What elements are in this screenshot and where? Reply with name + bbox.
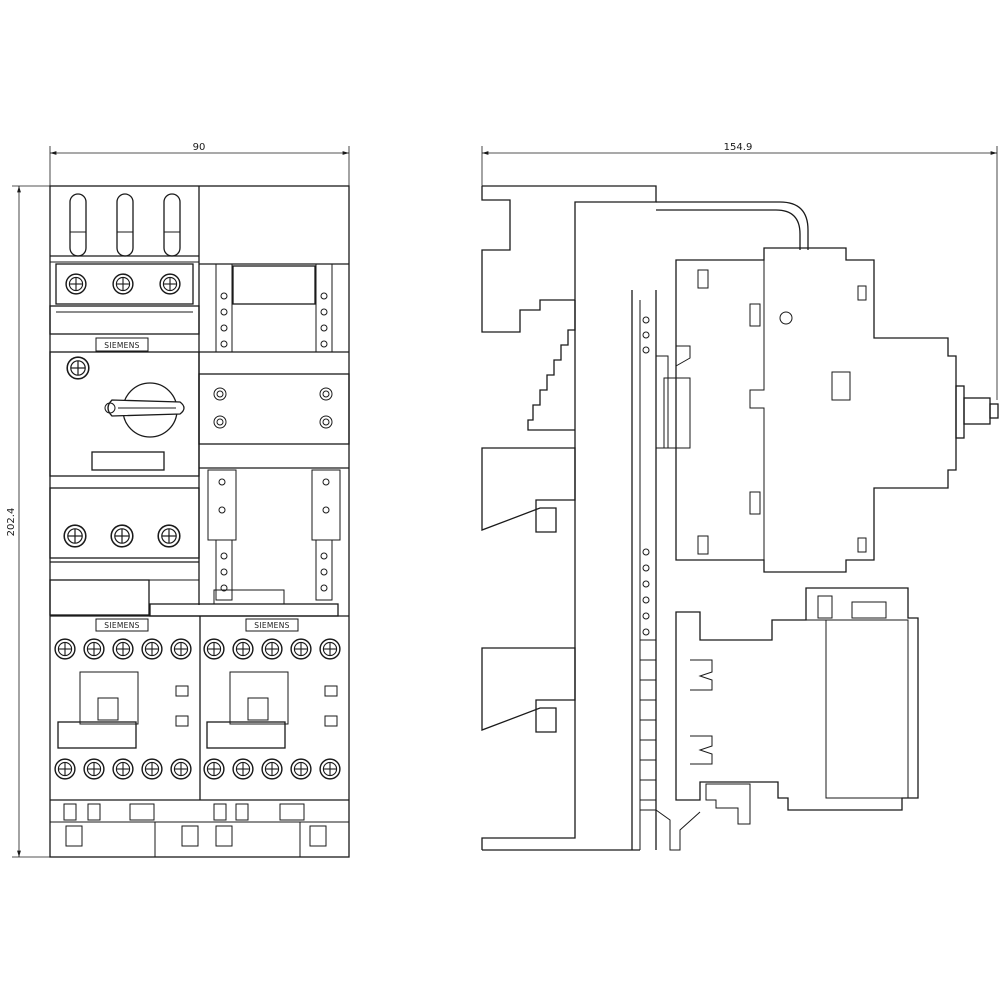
terminal-screw-icon <box>157 524 181 548</box>
terminal-screw-icon <box>112 638 134 660</box>
din-rail-column <box>631 290 691 850</box>
terminal-screw-icon <box>290 638 312 660</box>
clip-block-lower <box>481 647 576 733</box>
dimension-label-height: 202.4 <box>6 508 17 537</box>
terminal-screw-icon <box>232 638 254 660</box>
terminal-screw-icon <box>141 638 163 660</box>
clip-block-upper <box>481 447 576 533</box>
terminal-screw-icon <box>83 758 105 780</box>
terminal-screw-icon <box>170 758 192 780</box>
dimension-label-depth: 154.9 <box>724 142 753 153</box>
busbar-block <box>198 373 350 445</box>
terminal-screw-icon <box>319 638 341 660</box>
carrier-plate-profile <box>481 185 657 850</box>
dimension-depth-side: 154.9 <box>481 142 998 400</box>
dimension-label-width: 90 <box>193 142 206 153</box>
brand-label-breaker: SIEMENS <box>104 341 139 350</box>
contactor-left: SIEMENS <box>54 618 192 780</box>
reset-screw-icon <box>66 356 90 380</box>
breaker-bottom-terminals <box>63 524 181 548</box>
terminal-screw-icon <box>261 758 283 780</box>
base-rail <box>50 799 349 857</box>
terminal-screw-icon <box>159 273 181 295</box>
terminal-screw-icon <box>63 524 87 548</box>
contactor-right: SIEMENS <box>203 618 341 780</box>
terminal-screw-icon <box>203 758 225 780</box>
rotary-handle-icon[interactable] <box>104 382 185 438</box>
side-view <box>481 185 999 851</box>
stair-notch <box>527 300 576 431</box>
dimension-height: 202.4 <box>6 185 50 858</box>
terminal-screw-icon <box>261 638 283 660</box>
breaker-brand-plate: SIEMENS <box>95 337 149 352</box>
front-view: SIEMENS <box>49 185 350 858</box>
terminal-screw-icon <box>65 273 87 295</box>
terminal-screw-icon <box>141 758 163 780</box>
terminal-screw-icon <box>112 758 134 780</box>
breaker-top-terminals <box>55 263 194 305</box>
terminal-screw-icon <box>232 758 254 780</box>
terminal-screw-icon <box>203 638 225 660</box>
terminal-screw-icon <box>112 273 134 295</box>
breaker-side-profile <box>675 247 957 573</box>
terminal-screw-icon <box>319 758 341 780</box>
brand-label-contactor-left: SIEMENS <box>104 621 139 630</box>
terminal-screw-icon <box>290 758 312 780</box>
terminal-screw-icon <box>54 638 76 660</box>
cable-loop <box>656 201 809 250</box>
lower-link-module <box>199 467 349 605</box>
terminal-screw-icon <box>170 638 192 660</box>
input-conductors <box>50 193 199 263</box>
dimension-width-front: 90 <box>49 142 350 186</box>
knob-stem <box>955 385 999 439</box>
upper-link-module <box>199 263 349 353</box>
terminal-screw-icon <box>54 758 76 780</box>
terminal-screw-icon <box>110 524 134 548</box>
terminal-screw-icon <box>83 638 105 660</box>
brand-label-contactor-right: SIEMENS <box>254 621 289 630</box>
contactor-side-profile <box>675 587 919 811</box>
